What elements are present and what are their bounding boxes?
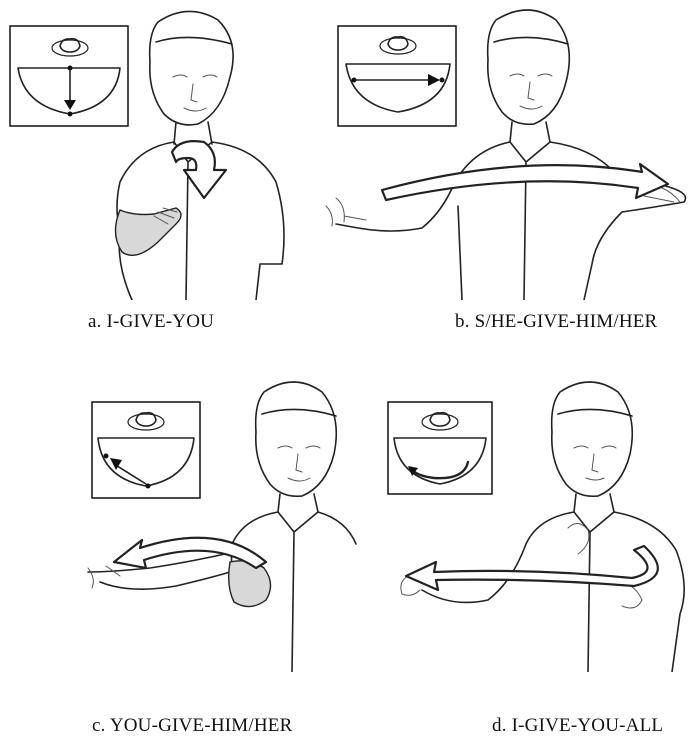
movement-diagram-inset-a [10,26,128,126]
signer-illustration-b [322,2,694,300]
movement-diagram-inset-c [92,402,200,498]
panel-she-give-him-her [322,2,694,300]
caption-c: c. YOU-GIVE-HIM/HER [92,715,292,737]
panel-i-give-you-all [372,372,696,672]
movement-diagram-inset-b [338,26,456,126]
caption-a: a. I-GIVE-YOU [88,311,214,333]
panel-i-give-you [8,2,296,300]
movement-diagram-inset-d [388,402,492,494]
caption-b: b. S/HE-GIVE-HIM/HER [455,311,657,333]
panel-you-give-him-her [80,372,360,672]
signer-illustration-d [372,372,696,672]
signer-illustration-c [80,372,360,672]
caption-d: d. I-GIVE-YOU-ALL [492,715,663,737]
signer-illustration-a [8,2,296,300]
